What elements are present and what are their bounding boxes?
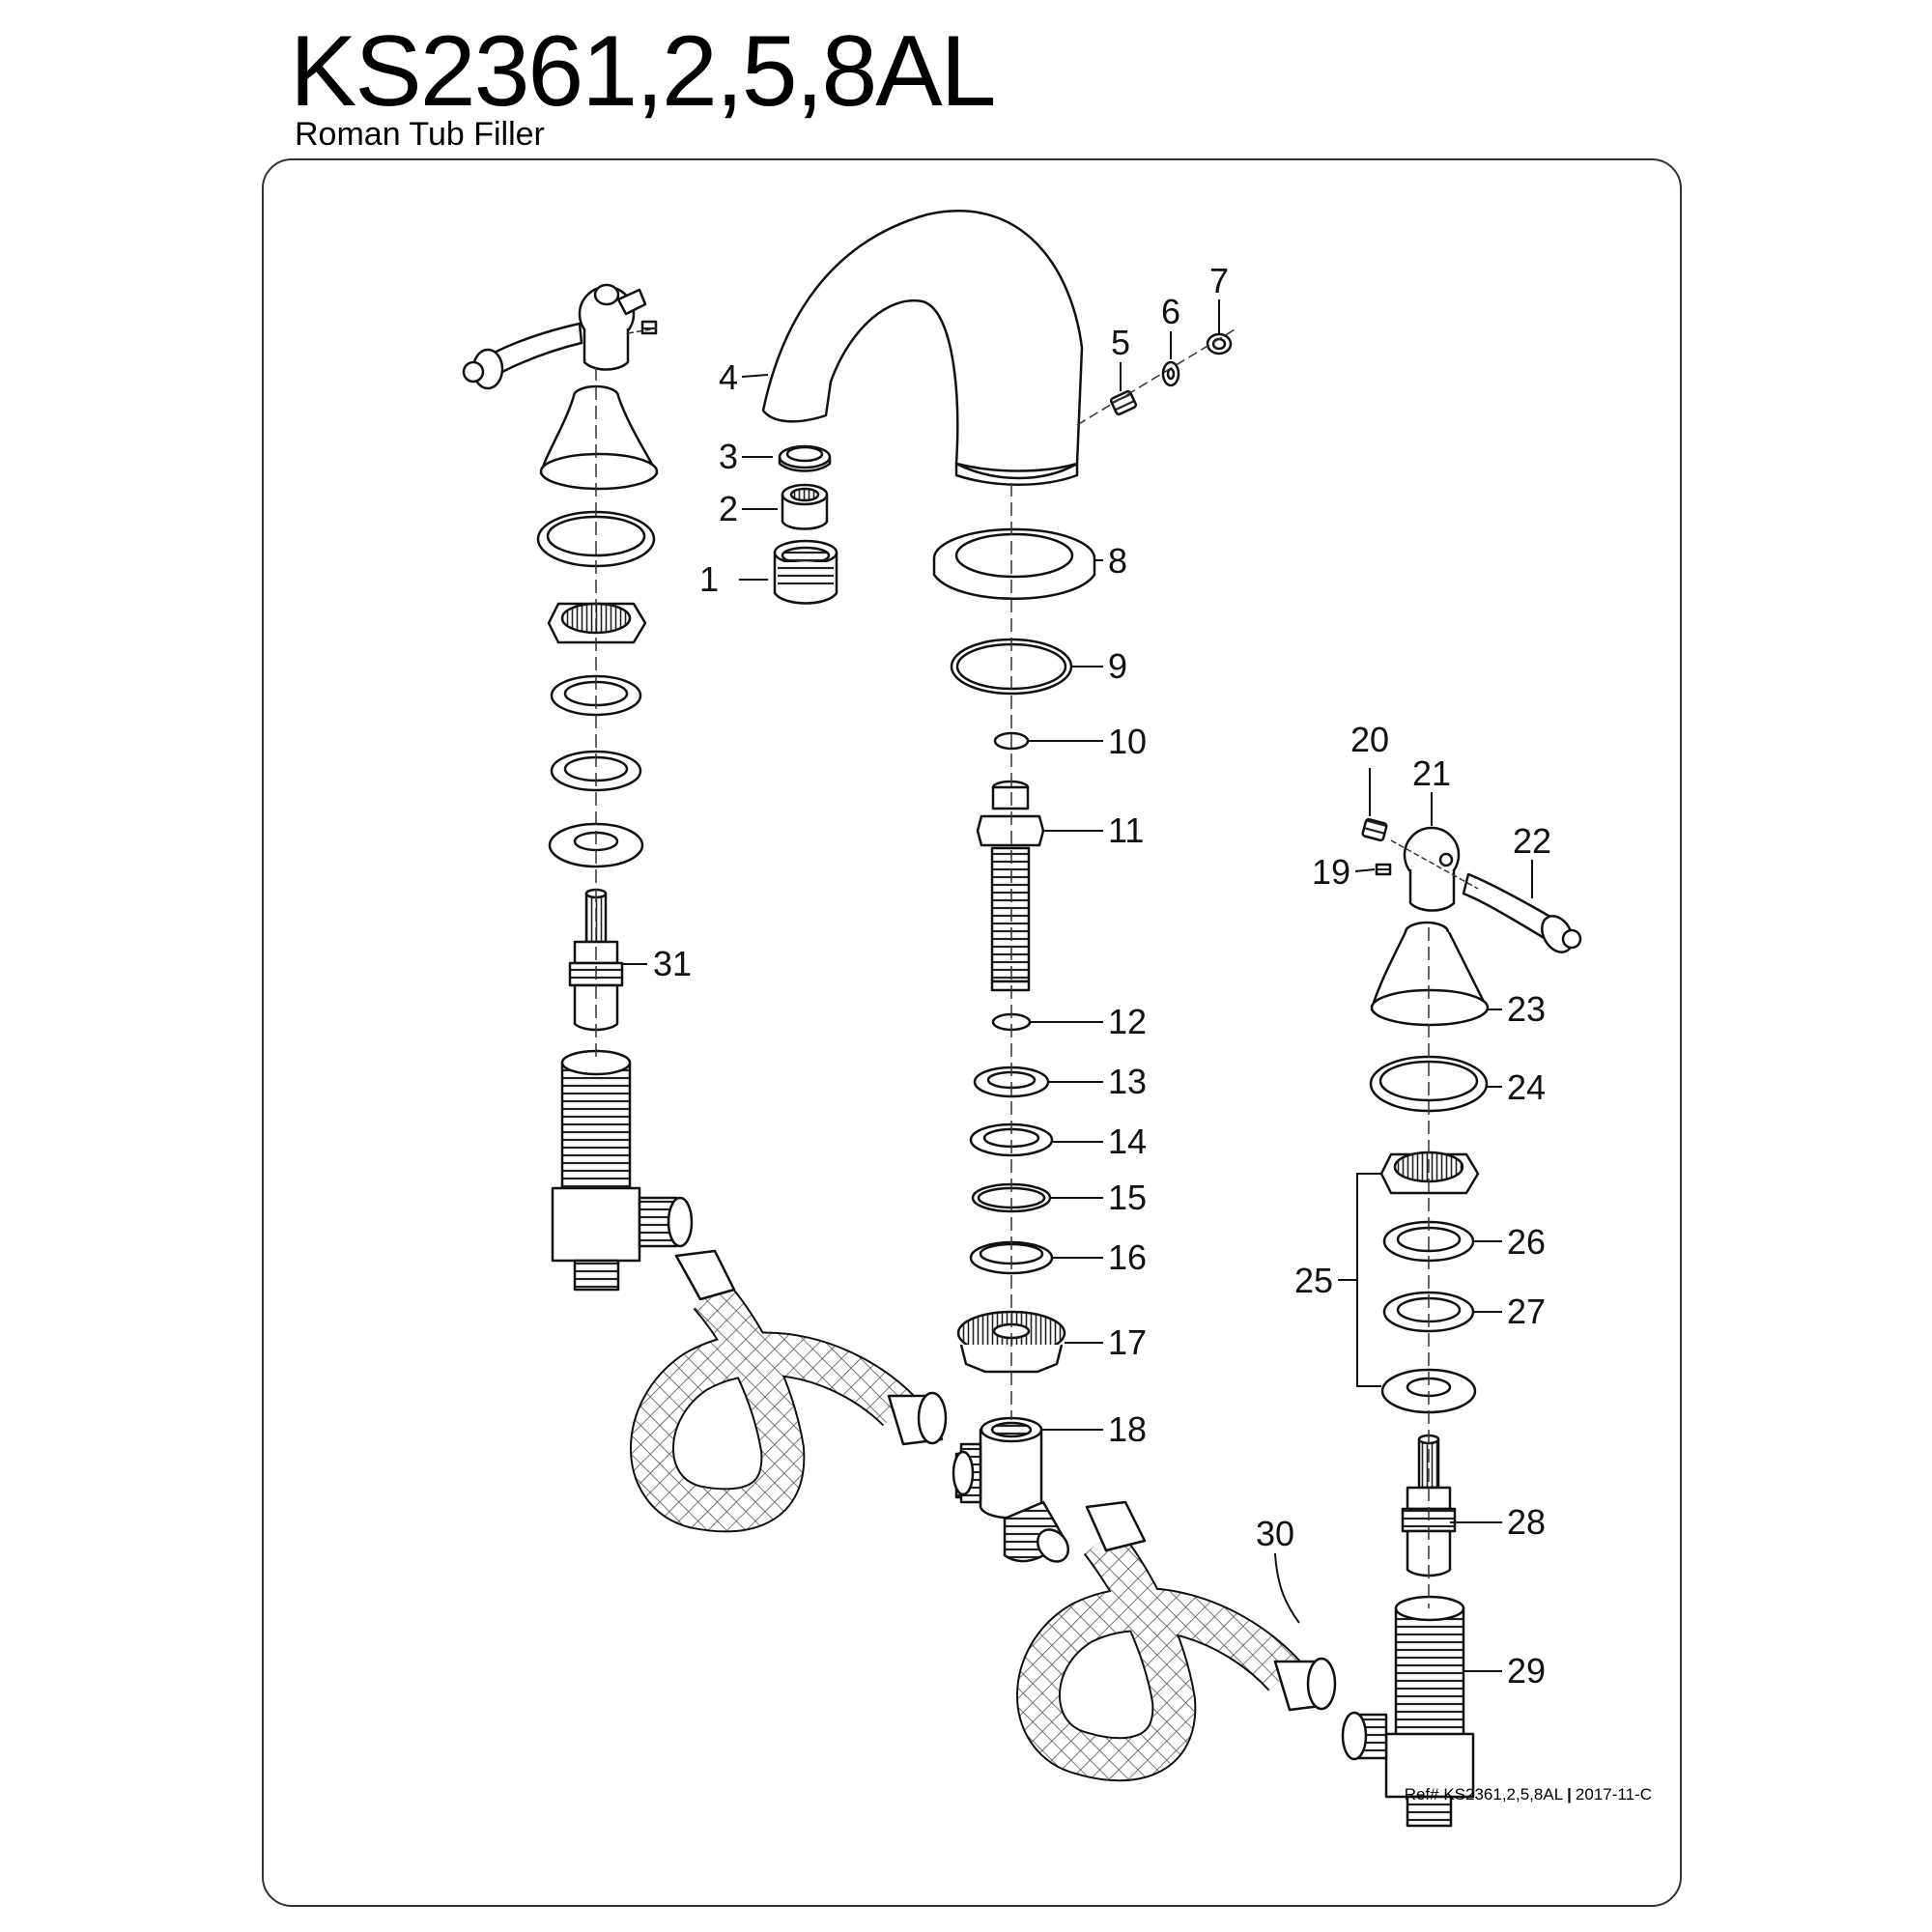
callout-30: 30 bbox=[1256, 1514, 1294, 1553]
right-handle-assembly bbox=[1341, 817, 1582, 1828]
part-3-ring bbox=[778, 444, 832, 472]
footer-ref: Ref# KS2361,2,5,8AL bbox=[1404, 1785, 1564, 1804]
callout-6: 6 bbox=[1161, 292, 1180, 331]
callout-14: 14 bbox=[1108, 1122, 1147, 1161]
part-22-lever bbox=[1462, 872, 1582, 953]
callout-7: 7 bbox=[1209, 261, 1229, 300]
part-23-bonnet bbox=[1370, 921, 1490, 1027]
callout-3: 3 bbox=[719, 437, 738, 476]
callout-25: 25 bbox=[1294, 1261, 1333, 1300]
callout-31: 31 bbox=[653, 944, 692, 983]
part-1-aerator-housing bbox=[773, 539, 838, 605]
part-7-cap bbox=[1206, 332, 1233, 355]
callout-11: 11 bbox=[1108, 810, 1144, 850]
callout-12: 12 bbox=[1108, 1002, 1147, 1041]
footer-separator: | bbox=[1567, 1785, 1572, 1804]
callout-28: 28 bbox=[1507, 1502, 1546, 1542]
callout-1: 1 bbox=[699, 559, 719, 599]
leader-25 bbox=[1338, 1173, 1381, 1387]
callout-20: 20 bbox=[1350, 720, 1389, 759]
part-4-spout bbox=[761, 210, 1084, 472]
callout-22: 22 bbox=[1513, 821, 1551, 861]
left-braided-hose bbox=[630, 1249, 948, 1533]
part-11-threaded-shank bbox=[976, 780, 1045, 992]
callout-24: 24 bbox=[1507, 1067, 1546, 1107]
leader-19 bbox=[1354, 868, 1376, 872]
part-25-nut-kit bbox=[1379, 1151, 1480, 1195]
part-29-valve-body bbox=[1341, 1595, 1475, 1828]
callout-29: 29 bbox=[1507, 1651, 1546, 1690]
left-handle-assembly bbox=[462, 283, 694, 1292]
reference-footer: Ref# KS2361,2,5,8AL|2017-11-C bbox=[1405, 1785, 1652, 1804]
part-30-right-braided-hose bbox=[1016, 1500, 1337, 1782]
part-20-set-screw bbox=[1361, 817, 1388, 842]
callout-8: 8 bbox=[1108, 541, 1127, 581]
callout-2: 2 bbox=[719, 489, 738, 528]
left-valve-body bbox=[551, 1049, 694, 1292]
callout-9: 9 bbox=[1108, 646, 1127, 686]
footer-date: 2017-11-C bbox=[1575, 1785, 1652, 1804]
callout-13: 13 bbox=[1108, 1062, 1147, 1101]
part-2-aerator-insert bbox=[781, 483, 829, 530]
model-number-title: KS2361,2,5,8AL bbox=[290, 15, 997, 128]
leader-4 bbox=[741, 374, 769, 378]
callout-15: 15 bbox=[1108, 1178, 1147, 1217]
callout-23: 23 bbox=[1507, 989, 1546, 1029]
callout-5: 5 bbox=[1111, 323, 1130, 362]
callout-27: 27 bbox=[1507, 1292, 1546, 1331]
callout-17: 17 bbox=[1108, 1322, 1147, 1362]
product-subtitle: Roman Tub Filler bbox=[295, 116, 545, 153]
callout-21: 21 bbox=[1412, 753, 1451, 793]
callout-10: 10 bbox=[1108, 722, 1147, 761]
spout-assembly bbox=[761, 210, 1237, 1563]
callout-18: 18 bbox=[1108, 1409, 1147, 1449]
part-5-set-screw bbox=[1109, 389, 1138, 416]
callout-16: 16 bbox=[1108, 1237, 1147, 1277]
callout-26: 26 bbox=[1507, 1222, 1546, 1262]
callout-4: 4 bbox=[719, 357, 738, 397]
diagram-frame bbox=[262, 158, 1682, 1907]
part-21-handle-hub bbox=[1403, 826, 1461, 912]
part-19-set-screw bbox=[1375, 863, 1392, 876]
callout-19: 19 bbox=[1312, 852, 1350, 892]
part-8-escutcheon bbox=[932, 527, 1096, 600]
leader-30 bbox=[1274, 1552, 1300, 1624]
